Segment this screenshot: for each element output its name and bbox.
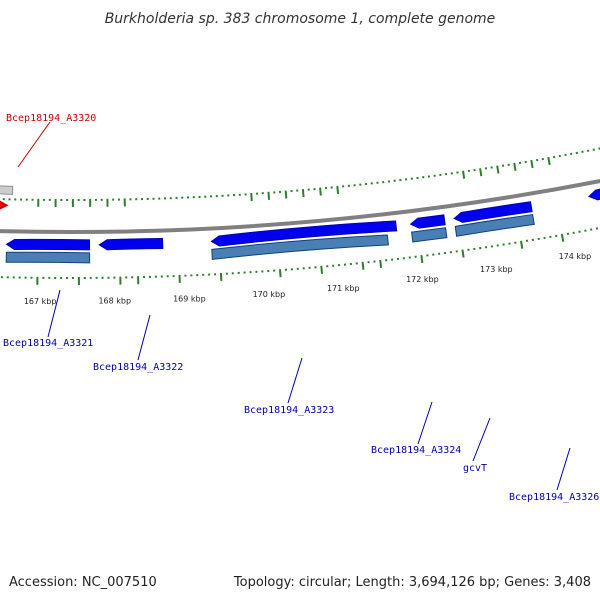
outer-tick xyxy=(479,168,483,177)
cds-bcep18194-a3326[interactable] xyxy=(588,186,600,201)
cds-gcvt[interactable] xyxy=(453,201,533,223)
outer-tick xyxy=(336,185,340,195)
tick-label: 168 kbp xyxy=(98,297,131,306)
label-leader-line xyxy=(472,417,491,462)
gene-label[interactable]: Bcep18194_A3323 xyxy=(244,405,334,416)
outer-tick xyxy=(250,192,253,202)
genome-backbone xyxy=(0,178,600,234)
gene-label[interactable]: Bcep18194_A3324 xyxy=(371,445,461,456)
outer-tick xyxy=(462,170,466,179)
gene-labels: 167 kbp 168 kbp 169 kbp 170 kbp 171 kbp 172 k… xyxy=(3,113,599,503)
feature-grey[interactable] xyxy=(0,185,14,195)
cds-bcep18194-a3321[interactable] xyxy=(5,238,91,251)
tick-label: 172 kbp xyxy=(406,275,439,284)
gene-label[interactable]: Bcep18194_A3326 xyxy=(509,492,599,503)
inner-tick xyxy=(461,249,465,258)
outer-tick xyxy=(547,156,551,166)
outer-tick xyxy=(319,187,322,196)
gene-label[interactable]: Bcep18194_A3320 xyxy=(6,113,96,124)
outer-tick xyxy=(267,191,271,200)
outer-tick xyxy=(513,162,517,171)
tick-label: 173 kbp xyxy=(480,265,513,274)
tick-label: 169 kbp xyxy=(173,294,206,303)
tick-label: 174 kbp xyxy=(559,252,592,261)
outer-tick xyxy=(496,165,500,174)
inner-tick xyxy=(520,240,524,249)
gene-bcep18194-a3321[interactable] xyxy=(5,251,91,264)
outer-tick xyxy=(301,189,305,198)
outer-tick xyxy=(530,159,534,169)
map-title: Burkholderia sp. 383 chromosome 1, compl… xyxy=(105,11,496,27)
gene-gcvt[interactable] xyxy=(454,213,535,237)
gene-label[interactable]: Bcep18194_A3321 xyxy=(3,338,93,349)
inner-tick xyxy=(278,269,282,278)
label-leader-line xyxy=(417,401,433,445)
inner-tick xyxy=(560,233,565,242)
feature-tracks xyxy=(0,178,600,264)
inner-tick xyxy=(379,259,383,268)
label-leader-line xyxy=(287,357,303,404)
label-leader-line xyxy=(17,121,51,168)
feature-bcep18194-a3320[interactable] xyxy=(0,200,9,210)
cds-bcep18194-a3322[interactable] xyxy=(98,237,164,251)
gene-bcep18194-a3323[interactable] xyxy=(211,234,389,260)
accession-text: Accession: NC_007510 xyxy=(9,575,157,590)
gene-label[interactable]: gcvT xyxy=(463,463,487,474)
inner-tick xyxy=(320,265,324,274)
gene-label[interactable]: Bcep18194_A3322 xyxy=(93,362,183,373)
genome-summary-text: Topology: circular; Length: 3,694,126 bp… xyxy=(233,575,591,590)
gene-bcep18194-a3324[interactable] xyxy=(411,227,448,243)
label-leader-line xyxy=(137,314,151,361)
inner-tick xyxy=(361,261,365,270)
tick-label: 167 kbp xyxy=(24,297,57,306)
cds-bcep18194-a3324[interactable] xyxy=(409,214,446,229)
cds-bcep18194-a3323[interactable] xyxy=(210,220,398,247)
outer-tick xyxy=(284,190,288,199)
label-leader-line xyxy=(556,447,571,491)
tick-label: 170 kbp xyxy=(253,290,286,299)
tick-marks xyxy=(0,147,600,285)
inner-tick xyxy=(420,254,424,264)
tick-label: 171 kbp xyxy=(327,284,360,293)
label-leader-line xyxy=(47,289,61,338)
